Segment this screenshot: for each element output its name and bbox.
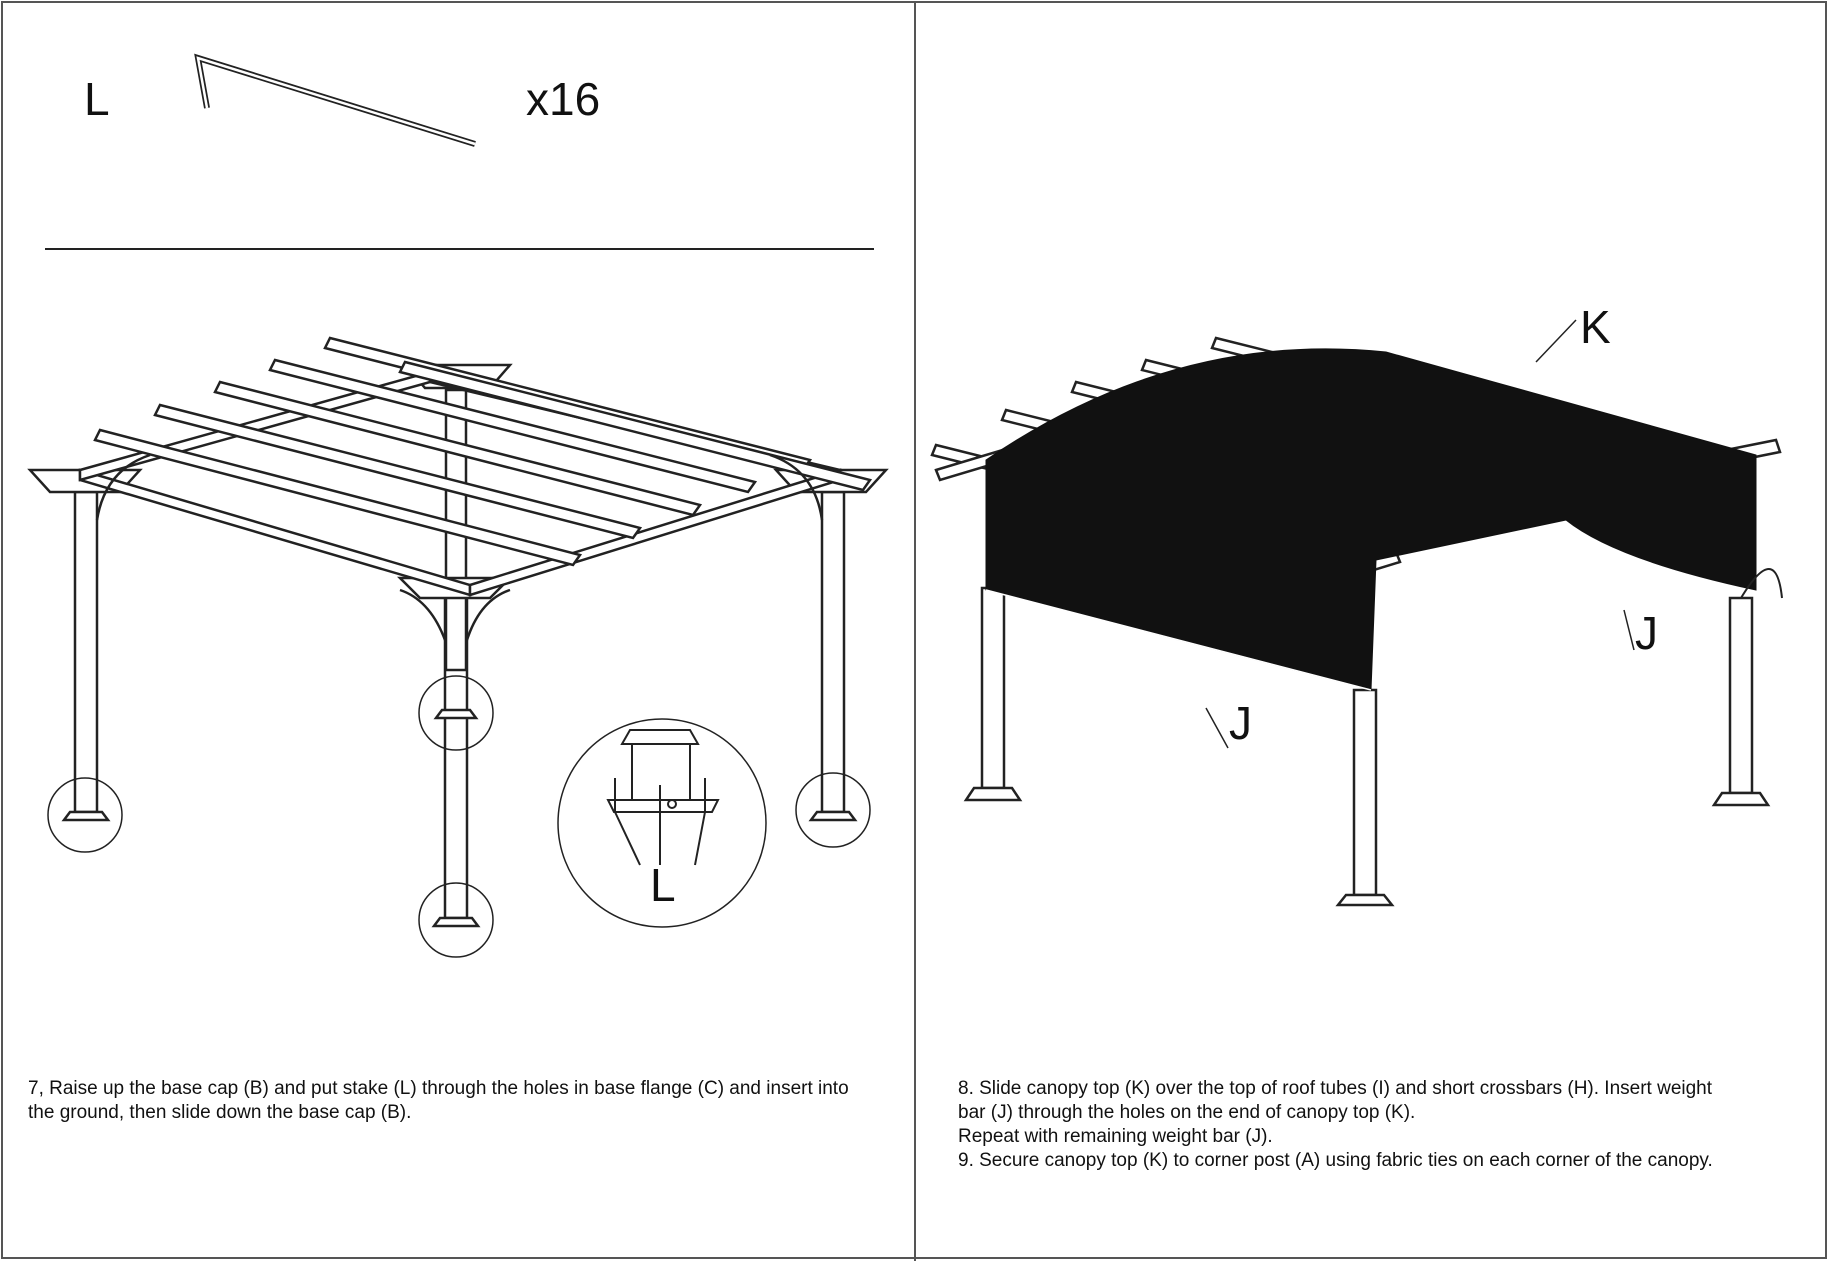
step-8-9-panel: K J J 8. Slide canopy top (K) over the t… [916,0,1830,1262]
weight-bar-label-front: J [1229,697,1252,749]
detail-label: L [650,859,676,911]
step-7-panel: L x16 [0,0,914,1262]
weight-bar-label-side: J [1635,607,1658,659]
section-separator [45,248,874,250]
caption-line: the ground, then slide down the base cap… [28,1102,412,1123]
caption-line: 8. Slide canopy top (K) over the top of … [958,1078,1713,1099]
panel-divider [914,1,916,1261]
step-8-9-instructions: 8. Slide canopy top (K) over the top of … [958,1077,1713,1173]
caption-line: 9. Secure canopy top (K) to corner post … [958,1150,1713,1171]
pergola-base-illustration [27,336,889,958]
caption-line: 7, Raise up the base cap (B) and put sta… [28,1078,849,1099]
part-quantity: x16 [526,73,601,125]
caption-line: bar (J) through the holes on the end of … [958,1102,1416,1123]
part-letter: L [84,73,110,125]
caption-line: Repeat with remaining weight bar (J). [958,1126,1273,1147]
pergola-canopy-illustration [930,319,1783,907]
canopy-label: K [1580,301,1611,353]
step-7-instructions: 7, Raise up the base cap (B) and put sta… [28,1077,849,1125]
